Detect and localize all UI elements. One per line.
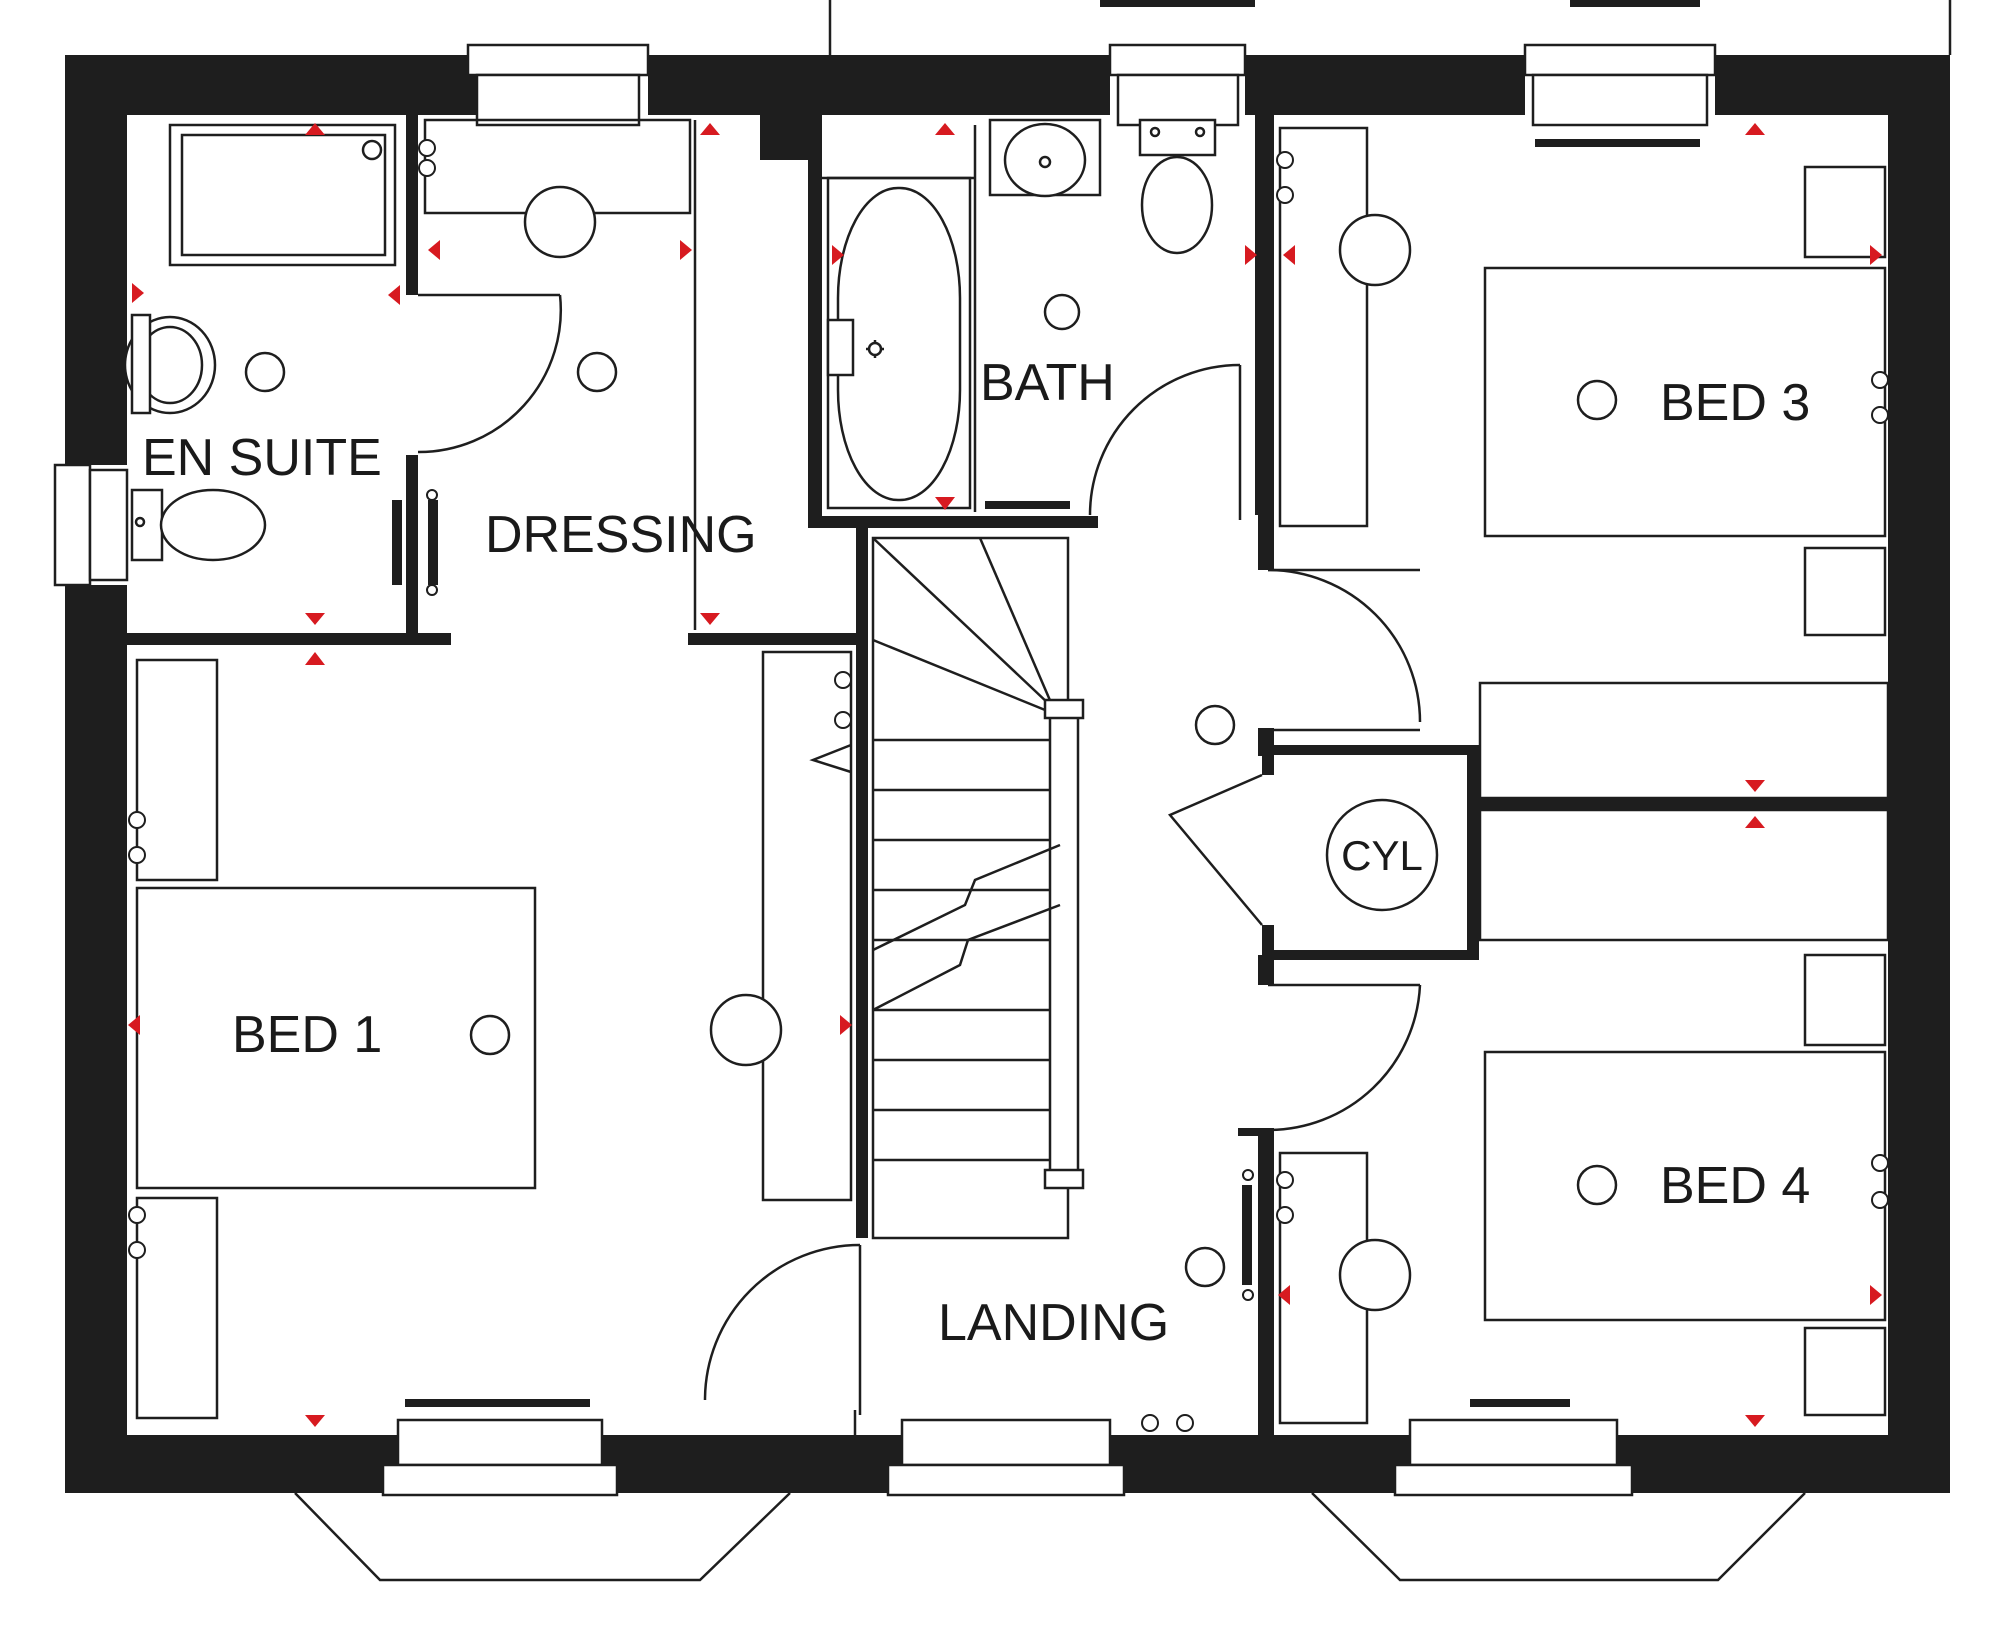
interior-walls xyxy=(127,115,1888,1435)
bedside-4a xyxy=(1803,953,1887,1047)
window-bottom-bed4 xyxy=(1393,1399,1634,1497)
sanitary xyxy=(123,118,1217,562)
furniture xyxy=(135,118,1890,1425)
bedside-4b xyxy=(1803,1326,1887,1417)
unit-bed3-bottom xyxy=(1478,681,1890,800)
cylinder xyxy=(1325,798,1439,912)
label-bed-4: BED 4 xyxy=(1660,1157,1810,1215)
wardrobe-bed3 xyxy=(1278,126,1369,528)
window-bottom-bed1 xyxy=(381,1399,619,1497)
window-left-ensuite xyxy=(53,463,129,587)
label-en-suite: EN SUITE xyxy=(142,429,382,487)
label-dressing: DRESSING xyxy=(485,506,757,564)
sockets xyxy=(128,139,1889,1435)
label-landing: LANDING xyxy=(938,1294,1169,1352)
label-bed-1: BED 1 xyxy=(232,1006,382,1064)
label-bath: BATH xyxy=(980,354,1115,412)
outer-walls xyxy=(65,55,1950,1493)
staircase xyxy=(871,536,1085,1240)
bedside-1a xyxy=(135,658,219,882)
bedside-1b xyxy=(135,1196,219,1420)
label-cylinder: CYL xyxy=(1341,832,1423,879)
doors xyxy=(417,293,1422,1415)
windows xyxy=(53,43,1806,1582)
bed-3 xyxy=(1483,266,1887,538)
window-top-bed3 xyxy=(1523,43,1717,147)
dimension-markers xyxy=(128,123,1882,1427)
bed-4 xyxy=(1483,1050,1887,1322)
light-points xyxy=(244,185,1618,1312)
bed-1 xyxy=(135,886,537,1190)
unit-bed4-top xyxy=(1478,808,1890,942)
top-context-lines xyxy=(828,0,1952,55)
window-bottom-landing xyxy=(886,1418,1126,1497)
window-top-bath xyxy=(1108,43,1247,127)
bedside-3b xyxy=(1803,546,1887,637)
wardrobe-bed1 xyxy=(761,650,853,1202)
bay-bed4 xyxy=(1311,1492,1806,1582)
wc-bath xyxy=(1138,118,1217,157)
label-bed-3: BED 3 xyxy=(1660,374,1810,432)
bay-bed1 xyxy=(294,1492,791,1582)
room-labels: EN SUITE DRESSING BATH BED 1 BED 3 BED 4… xyxy=(142,354,1810,1352)
window-top-dressing xyxy=(466,43,650,127)
bedside-3a xyxy=(1803,165,1887,259)
